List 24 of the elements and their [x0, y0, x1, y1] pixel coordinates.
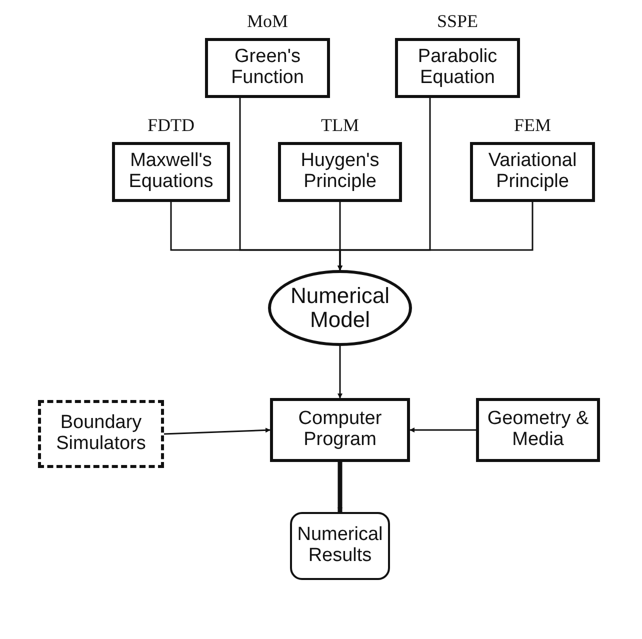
- method-label: FEM: [512, 115, 552, 136]
- node-label: Huygen's Principle: [300, 151, 380, 193]
- dashed-box: [38, 400, 164, 468]
- result-box: [290, 512, 390, 580]
- method-label: MoM: [246, 11, 289, 32]
- process-box: [476, 398, 600, 462]
- connector-arrow: [164, 428, 270, 435]
- process-box: [270, 398, 410, 462]
- node-label: Computer Program: [297, 409, 383, 451]
- node-label: Green's Function: [230, 47, 305, 89]
- connector-arrow: [410, 428, 476, 432]
- method-label: FDTD: [146, 115, 196, 136]
- method-label: SSPE: [436, 11, 480, 32]
- connector-arrow: [338, 346, 342, 398]
- node-label: Boundary Simulators: [55, 413, 147, 455]
- node-label: Maxwell's Equations: [128, 151, 214, 193]
- node-label: Parabolic Equation: [416, 47, 498, 89]
- node-label: Numerical Results: [296, 525, 384, 567]
- node-label: Variational Principle: [487, 151, 578, 193]
- node-label: Geometry & Media: [486, 409, 590, 451]
- node-label: Numerical Model: [289, 284, 391, 332]
- connector-arrow: [338, 202, 534, 270]
- connector-arrow: [338, 462, 342, 512]
- method-label: TLM: [320, 115, 360, 136]
